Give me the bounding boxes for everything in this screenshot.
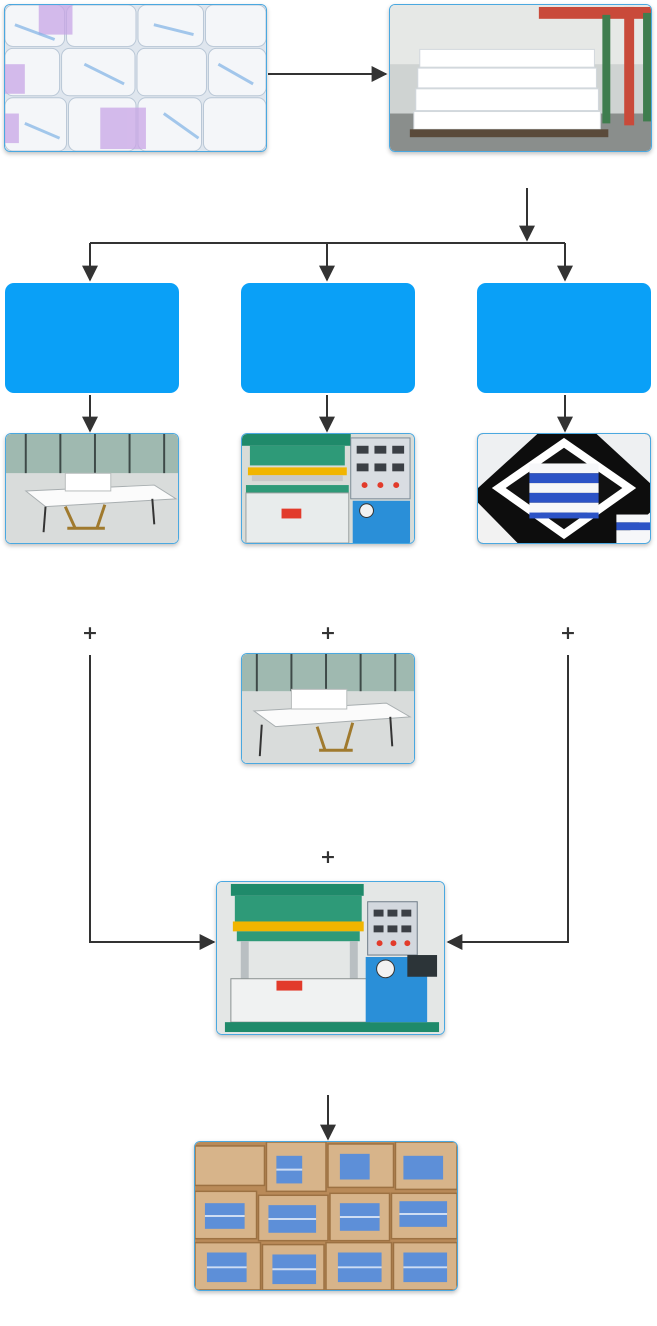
packing-boxes-image xyxy=(195,1142,457,1290)
arrow-right-to-press xyxy=(446,655,569,950)
cutting-table-2-image xyxy=(242,654,414,763)
process-step-2 xyxy=(241,283,415,393)
photo-layered-sponge-blocks xyxy=(477,433,651,544)
photo-packed-sponges xyxy=(194,1141,458,1291)
cutting-table-image xyxy=(6,434,178,543)
photo-hydraulic-press-large xyxy=(216,881,445,1035)
process-step-3 xyxy=(477,283,651,393)
sponge-blocks-image xyxy=(478,434,650,543)
photo-hydraulic-press-middle xyxy=(241,433,415,544)
plus-sign-middle: + xyxy=(320,622,336,644)
plus-sign-left: + xyxy=(82,622,98,644)
photo-raw-foam-bundles xyxy=(4,4,267,152)
large-press-image xyxy=(217,882,444,1034)
photo-cutting-table-middle xyxy=(241,653,415,764)
cutting-machine-image xyxy=(390,5,651,151)
photo-cutting-table-left xyxy=(5,433,179,544)
photo-cut-foam-blocks xyxy=(389,4,652,152)
plus-sign-center: + xyxy=(320,846,336,868)
arrow-left-to-press xyxy=(89,655,216,950)
foam-bundles-image xyxy=(5,5,266,151)
process-step-1 xyxy=(5,283,179,393)
press-machine-image xyxy=(242,434,414,543)
plus-sign-right: + xyxy=(560,622,576,644)
